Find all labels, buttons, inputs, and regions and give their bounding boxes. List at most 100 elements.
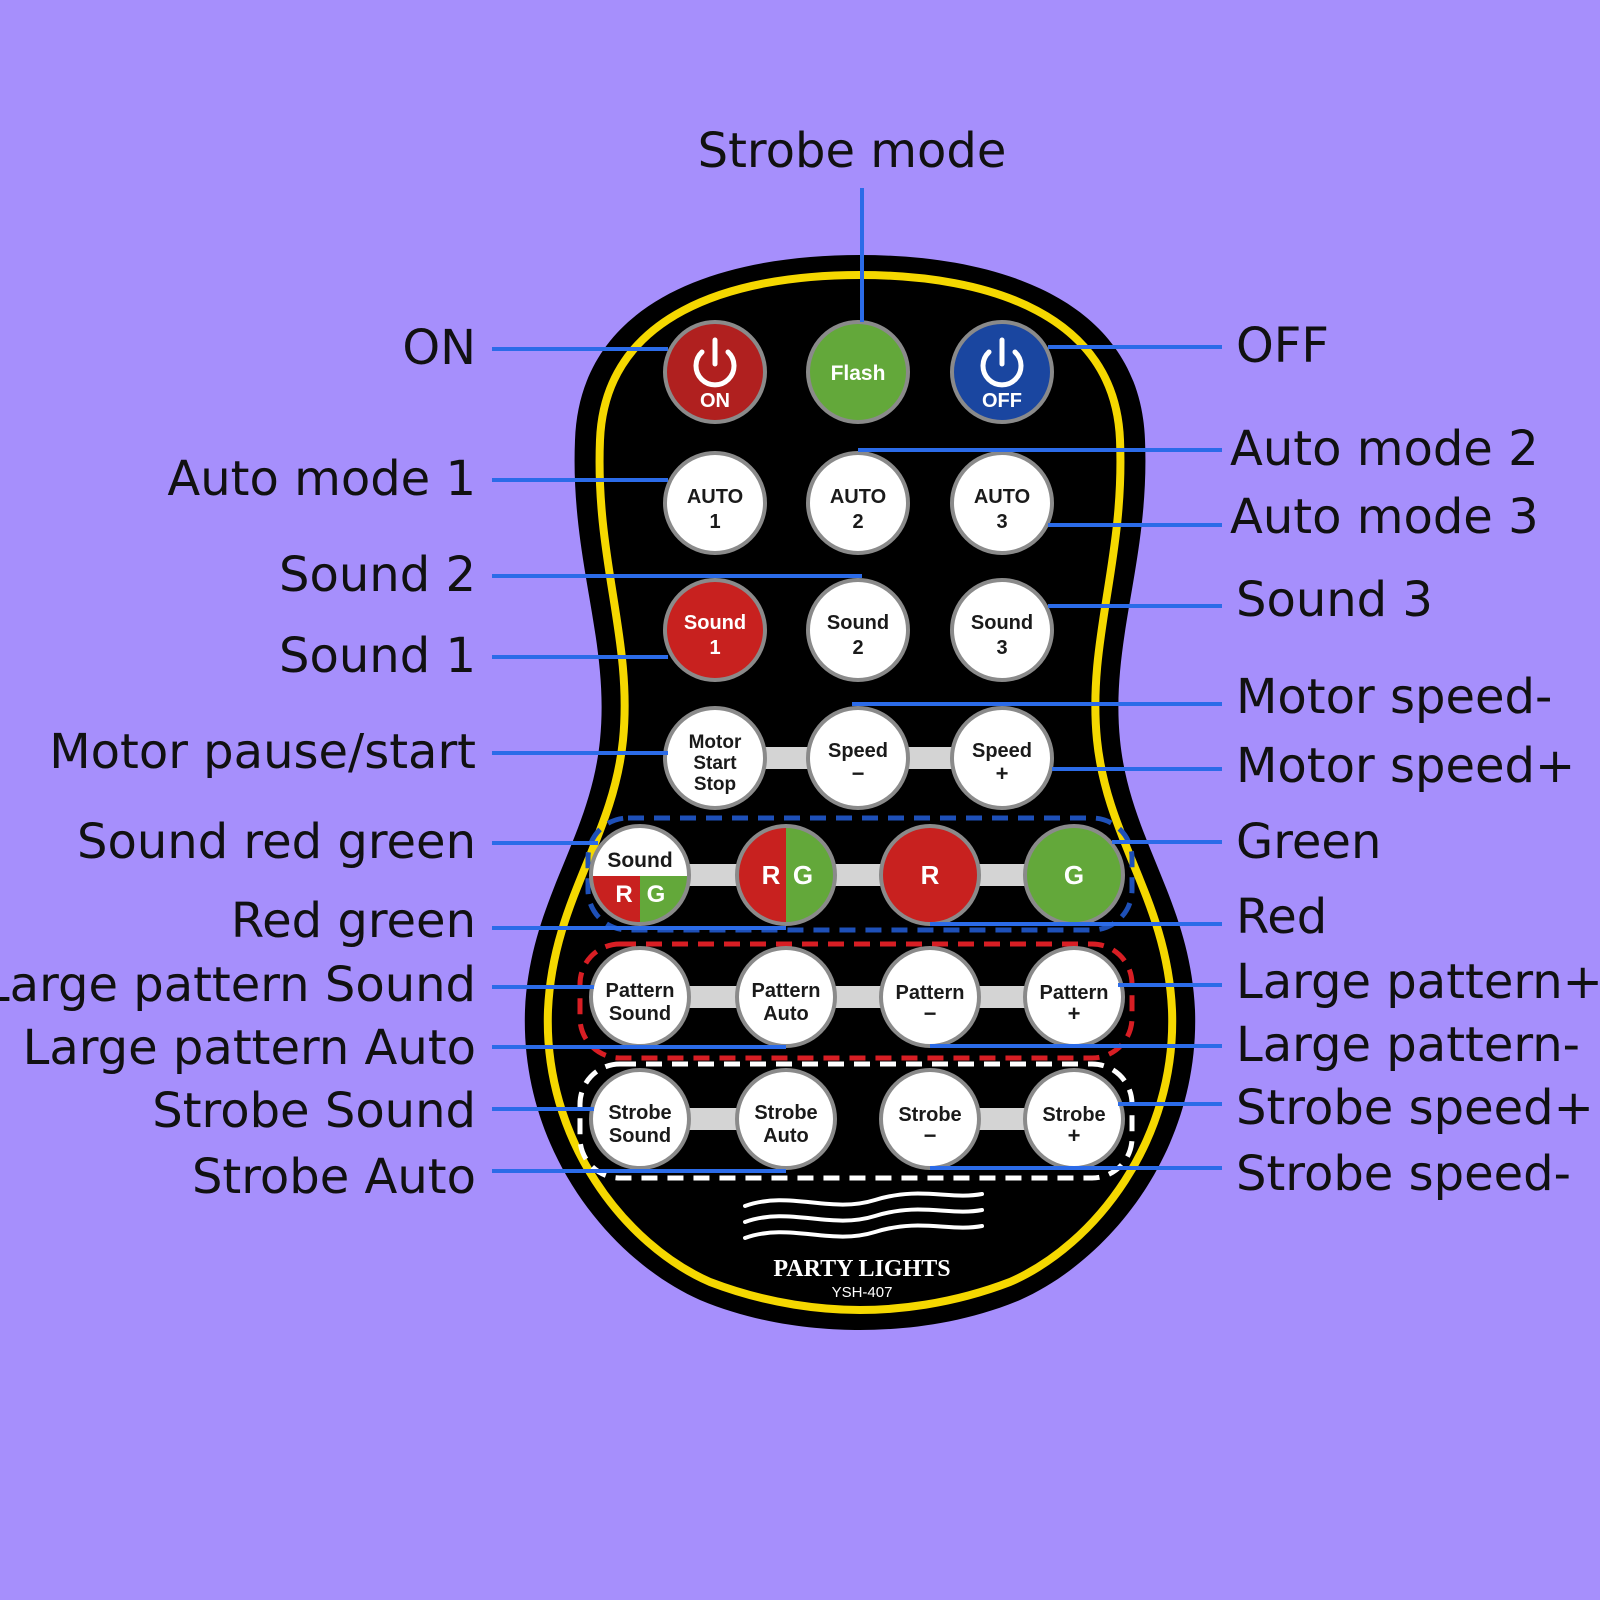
model-number: YSH-407 bbox=[832, 1284, 893, 1301]
auto-1-label: AUTO bbox=[687, 486, 743, 508]
callout-red-green: Red green bbox=[231, 893, 476, 949]
red-green-button[interactable]: R G bbox=[735, 824, 837, 926]
auto-3-number: 3 bbox=[996, 511, 1007, 533]
strobe-auto-button[interactable]: Strobe Auto bbox=[735, 1068, 837, 1170]
remote-border bbox=[543, 270, 1177, 1315]
sound-3-label: Sound bbox=[971, 612, 1033, 634]
sound-2-label: Sound bbox=[827, 612, 889, 634]
callout-sound-3: Sound 3 bbox=[1236, 572, 1433, 628]
motor-start-stop-button[interactable]: Motor Start Stop bbox=[663, 706, 767, 810]
sound-rg-g: G bbox=[647, 881, 666, 908]
auto-3-label: AUTO bbox=[974, 486, 1030, 508]
pattern-minus-sign: − bbox=[924, 1001, 937, 1026]
pattern-plus-sign: + bbox=[1068, 1001, 1081, 1026]
pattern-auto-label: Pattern bbox=[752, 980, 821, 1002]
sound-3-button[interactable]: Sound 3 bbox=[950, 578, 1054, 682]
on-button-label: ON bbox=[700, 390, 730, 412]
callout-strobe-mode: Strobe mode bbox=[698, 123, 1007, 179]
pattern-plus-label: Pattern bbox=[1040, 982, 1109, 1004]
callout-on: ON bbox=[402, 320, 476, 376]
green-button[interactable]: G bbox=[1023, 824, 1125, 926]
wave-logo bbox=[743, 1191, 984, 1240]
speed-minus-button[interactable]: Speed − bbox=[806, 706, 910, 810]
sound-1-button[interactable]: Sound 1 bbox=[663, 578, 767, 682]
pattern-minus-label: Pattern bbox=[896, 982, 965, 1004]
sound-rg-r: R bbox=[615, 881, 632, 908]
callout-large-pattern-minus: Large pattern- bbox=[1236, 1017, 1580, 1073]
red-button[interactable]: R bbox=[879, 824, 981, 926]
strobe-minus-button[interactable]: Strobe − bbox=[879, 1068, 981, 1170]
speed-plus-button[interactable]: Speed + bbox=[950, 706, 1054, 810]
auto-1-number: 1 bbox=[709, 511, 720, 533]
sound-2-button[interactable]: Sound 2 bbox=[806, 578, 910, 682]
on-button[interactable]: ON bbox=[663, 320, 767, 424]
callout-motor-speed-plus: Motor speed+ bbox=[1236, 738, 1575, 794]
rg-r: R bbox=[762, 860, 781, 890]
motor-label: Motor bbox=[689, 732, 742, 753]
auto-3-button[interactable]: AUTO 3 bbox=[950, 451, 1054, 555]
pattern-minus-button[interactable]: Pattern − bbox=[879, 946, 981, 1048]
pattern-sound-label: Pattern bbox=[606, 980, 675, 1002]
callout-strobe-auto: Strobe Auto bbox=[192, 1149, 476, 1205]
strobe-plus-sign: + bbox=[1068, 1123, 1081, 1148]
callout-strobe-speed-minus: Strobe speed- bbox=[1236, 1146, 1571, 1202]
off-button[interactable]: OFF bbox=[950, 320, 1054, 424]
callout-green: Green bbox=[1236, 814, 1381, 870]
callout-red: Red bbox=[1236, 889, 1327, 945]
speed-minus-label: Speed bbox=[828, 740, 888, 762]
red-label: R bbox=[921, 860, 940, 890]
callout-auto-mode-3: Auto mode 3 bbox=[1230, 489, 1539, 545]
pattern-group-frame bbox=[577, 941, 1135, 1061]
sound-rg-label: Sound bbox=[607, 849, 672, 872]
callout-strobe-sound: Strobe Sound bbox=[152, 1083, 476, 1139]
sound-1-label: Sound bbox=[684, 612, 746, 634]
callout-motor-speed-minus: Motor speed- bbox=[1236, 669, 1552, 725]
strobe-sound-sub: Sound bbox=[609, 1125, 671, 1147]
strobe-minus-sign: − bbox=[924, 1123, 937, 1148]
speed-plus-label: Speed bbox=[972, 740, 1032, 762]
strobe-sound-button[interactable]: Strobe Sound bbox=[589, 1068, 691, 1170]
auto-2-label: AUTO bbox=[830, 486, 886, 508]
motor-stop-label: Stop bbox=[694, 774, 736, 795]
strobe-plus-button[interactable]: Strobe + bbox=[1023, 1068, 1125, 1170]
power-icon bbox=[980, 337, 1024, 388]
green-label: G bbox=[1064, 860, 1084, 890]
pattern-sound-button[interactable]: Pattern Sound bbox=[589, 946, 691, 1048]
flash-button[interactable]: Flash bbox=[806, 320, 910, 424]
auto-1-button[interactable]: AUTO 1 bbox=[663, 451, 767, 555]
strobe-auto-label: Strobe bbox=[754, 1102, 817, 1124]
speed-plus-sign: + bbox=[996, 761, 1009, 786]
off-button-label: OFF bbox=[982, 390, 1022, 412]
auto-2-button[interactable]: AUTO 2 bbox=[806, 451, 910, 555]
callout-auto-mode-1: Auto mode 1 bbox=[167, 451, 476, 507]
strobe-group-frame bbox=[577, 1061, 1135, 1181]
motor-start-label: Start bbox=[693, 753, 737, 774]
callout-labels: Strobe mode ON OFF Auto mode 1 Auto mode… bbox=[0, 123, 1600, 1205]
auto-2-number: 2 bbox=[852, 511, 863, 533]
strobe-minus-label: Strobe bbox=[898, 1104, 961, 1126]
flash-button-label: Flash bbox=[831, 362, 886, 385]
connector-bars bbox=[684, 747, 1036, 1130]
strobe-auto-sub: Auto bbox=[763, 1125, 809, 1147]
callout-strobe-speed-plus: Strobe speed+ bbox=[1236, 1080, 1594, 1136]
callout-sound-red-green: Sound red green bbox=[77, 814, 476, 870]
callout-motor-pause-start: Motor pause/start bbox=[49, 724, 476, 780]
brand-name: PARTY LIGHTS bbox=[773, 1256, 950, 1282]
pattern-auto-button[interactable]: Pattern Auto bbox=[735, 946, 837, 1048]
pattern-auto-sub: Auto bbox=[763, 1003, 809, 1025]
callout-sound-2: Sound 2 bbox=[279, 547, 476, 603]
speed-minus-sign: − bbox=[852, 761, 865, 786]
callout-sound-1: Sound 1 bbox=[279, 628, 476, 684]
callout-off: OFF bbox=[1236, 318, 1329, 374]
pattern-sound-sub: Sound bbox=[609, 1003, 671, 1025]
sound-3-number: 3 bbox=[996, 637, 1007, 659]
sound-2-number: 2 bbox=[852, 637, 863, 659]
callout-auto-mode-2: Auto mode 2 bbox=[1230, 421, 1539, 477]
pattern-plus-button[interactable]: Pattern + bbox=[1023, 946, 1125, 1048]
sound-red-green-button[interactable]: Sound R G bbox=[589, 824, 691, 926]
leader-lines bbox=[492, 188, 1222, 1173]
sound-1-number: 1 bbox=[709, 637, 720, 659]
rg-g: G bbox=[793, 860, 813, 890]
